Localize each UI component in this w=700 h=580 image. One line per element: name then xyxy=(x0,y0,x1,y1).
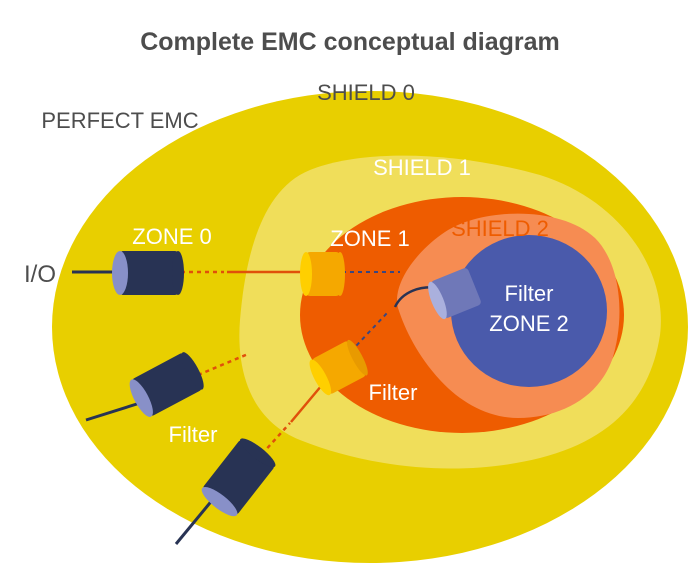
zone-0-label: ZONE 0 xyxy=(132,224,211,249)
io-label: I/O xyxy=(24,261,56,288)
shield-0-label: SHIELD 0 xyxy=(317,80,415,105)
wire-dashed xyxy=(261,422,291,455)
cable-connector-icon xyxy=(309,339,368,396)
perfect-emc-label: PERFECT EMC xyxy=(41,108,198,133)
wire-dashed xyxy=(197,352,249,377)
zone-1-label: ZONE 1 xyxy=(330,226,409,251)
wire-solid xyxy=(290,384,323,423)
zone-2-label: ZONE 2 xyxy=(489,311,568,336)
cable-connector-icon xyxy=(300,252,345,296)
cable-connector-icon xyxy=(428,268,481,320)
filter-cable xyxy=(85,401,141,422)
shield-1-label: SHIELD 1 xyxy=(373,155,471,180)
cable-connector-icon xyxy=(129,352,204,417)
filter-cable xyxy=(174,497,216,545)
zone-2-filter-label: Filter xyxy=(505,281,554,306)
shield-2-label: SHIELD 2 xyxy=(451,216,549,241)
diagram-title: Complete EMC conceptual diagram xyxy=(140,28,560,56)
zone-0-filter-label: Filter xyxy=(169,422,218,447)
cable-connector-icon xyxy=(201,438,276,517)
zone-2-region xyxy=(451,235,607,387)
cable-connector-icon xyxy=(112,251,184,295)
zone-1-filter-label: Filter xyxy=(369,380,418,405)
